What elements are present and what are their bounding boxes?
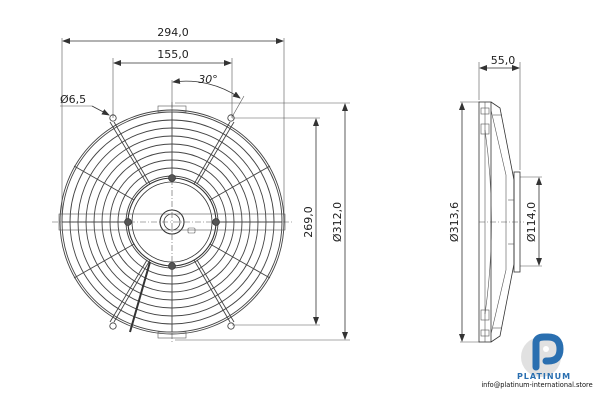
hole-spacing-horizontal-label: 155,0 — [157, 48, 189, 61]
mounting-hole-diameter-label: Ø6,5 — [60, 93, 86, 106]
motor-bolts — [124, 174, 220, 270]
platinum-p-logo-icon — [521, 333, 564, 377]
mounting-hole-diameter-callout: Ø6,5 — [60, 93, 110, 116]
brand-name: PLATINUM — [516, 372, 572, 381]
side-view: 55,0 Ø313,6 Ø114,0 — [448, 54, 542, 343]
mounting-angle-dimension: 30° — [171, 73, 245, 130]
motor-diameter-label: Ø114,0 — [525, 202, 538, 242]
fan-profile — [478, 101, 524, 343]
branding: PLATINUM info@platinum-international.sto… — [481, 326, 600, 389]
mounting-angle-label: 30° — [198, 73, 218, 86]
overall-diameter-dimension: Ø313,6 — [448, 101, 480, 343]
depth-label: 55,0 — [491, 54, 516, 67]
front-view: 294,0 155,0 30° Ø6,5 269,0 — [52, 26, 350, 342]
mounting-holes — [109, 114, 235, 330]
overall-width-dimension: 294,0 — [61, 26, 285, 222]
hole-spacing-vertical-label: 269,0 — [302, 206, 315, 238]
motor-diameter-dimension: Ø114,0 — [520, 176, 542, 267]
brand-email-link[interactable]: info@platinum-international.store — [481, 381, 593, 389]
outer-diameter-label: Ø312,0 — [331, 202, 344, 242]
overall-diameter-label: Ø313,6 — [448, 202, 461, 242]
fan-grill — [52, 102, 292, 342]
vertical-dimensions: 269,0 Ø312,0 — [175, 102, 350, 341]
overall-width-label: 294,0 — [157, 26, 189, 39]
depth-dimension: 55,0 — [478, 54, 521, 170]
